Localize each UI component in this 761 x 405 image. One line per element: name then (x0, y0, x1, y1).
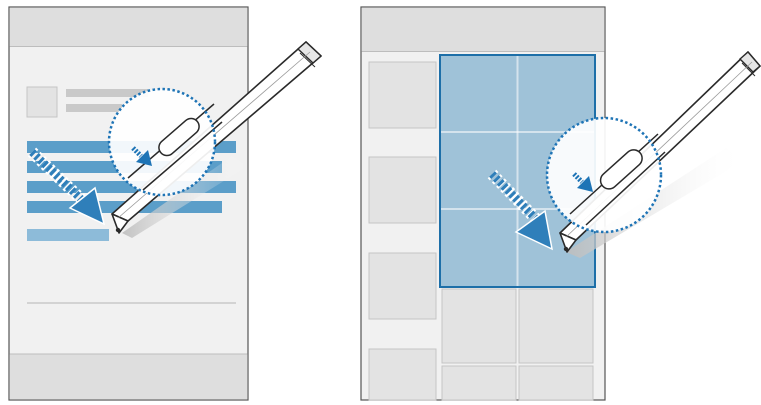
grid-tile (369, 157, 436, 223)
grid-tile (442, 289, 516, 363)
grid-tile (369, 349, 436, 400)
grid-tile (369, 253, 436, 319)
grid-tile (519, 289, 593, 363)
phone-screen-right (361, 7, 760, 400)
selected-text-line (27, 229, 109, 241)
subtitle-line-placeholder (66, 104, 122, 112)
screen-footer-bar (10, 354, 248, 399)
grid-tile (369, 62, 436, 128)
image-placeholder (27, 87, 57, 117)
grid-tile (442, 366, 516, 400)
grid-tile (519, 366, 593, 400)
screen-header-bar (10, 8, 248, 47)
phone-screen-left (9, 7, 321, 400)
screen-header-bar (362, 8, 605, 52)
